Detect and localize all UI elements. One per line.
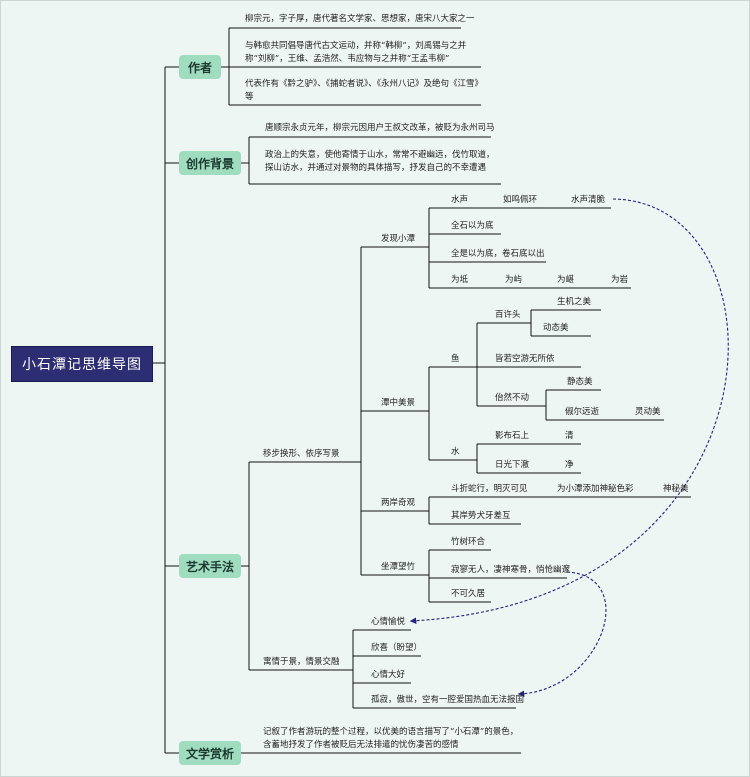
author-item: 代表作有《黔之驴》、《捕蛇者说》、《永州八记》及绝句《江雪》等: [245, 79, 479, 102]
seat-r3: 不可久居: [451, 589, 486, 599]
branch-author[interactable]: 作者: [179, 55, 221, 79]
water-r2: 日光下澈: [495, 460, 530, 470]
fish-dongtai: 动态美: [543, 323, 569, 333]
discover-r1: 水声: [451, 195, 469, 205]
author-item: 柳宗元，字子厚，唐代著名文学家、思想家，唐宋八大家之一: [245, 14, 475, 24]
emotion-item: 心情愉悦: [371, 617, 406, 627]
banks-r1: 神秘美: [663, 484, 689, 494]
banks-r1: 斗折蛇行，明灭可见: [451, 484, 528, 494]
discover-r4: 为嵁: [557, 275, 575, 285]
node-fish: 鱼: [451, 354, 460, 364]
discover-r4: 为坻: [451, 275, 469, 285]
appreciation-text: 记叙了作者游玩的整个过程，以优美的语言描写了“小石潭”的景色，含蓄地抒发了作者被…: [263, 727, 519, 750]
fish-lingdong: 灵动美: [635, 407, 661, 417]
fish-chuer: 俶尔远逝: [565, 407, 600, 417]
background-item: 唐顺宗永贞元年，柳宗元因用户王叔文改革，被贬为永州司马: [265, 123, 495, 133]
branch-appreciation[interactable]: 文学赏析: [179, 741, 241, 765]
discover-r1: 如鸣佩环: [503, 195, 538, 205]
seat-r1: 竹树环合: [451, 537, 486, 547]
node-discover: 发现小潭: [381, 234, 416, 244]
branch-background[interactable]: 创作背景: [179, 151, 241, 175]
water-r1: 影布石上: [495, 431, 530, 441]
technique-sub-a: 移步换形、依序写景: [263, 449, 340, 459]
emotion-item: 孤寂，傲世，空有一腔爱国热血无法报国: [371, 695, 525, 705]
banks-r2: 其岸势犬牙差互: [451, 511, 511, 521]
emotion-item: 欣喜（盼望）: [371, 643, 423, 653]
node-seat: 坐潭望竹: [381, 562, 416, 572]
water-r2: 净: [565, 460, 574, 470]
background-item: 政治上的失意，使他寄情于山水，常常不避幽远，伐竹取道，探山访水，并通过对景物的具…: [265, 150, 495, 173]
discover-r2: 全石以为底: [451, 221, 494, 231]
fish-kong: 皆若空游无所依: [495, 354, 555, 364]
seat-r2: 寂寥无人，凄神寒骨，悄怆幽邃: [451, 565, 571, 575]
node-banks: 两岸奇观: [381, 498, 416, 508]
node-water: 水: [451, 447, 460, 457]
discover-r4: 为岩: [611, 275, 629, 285]
author-item: 与韩愈共同倡导唐代古文运动，并称“韩柳”，刘禹锡与之并称“刘柳”，王维、孟浩然、…: [245, 41, 467, 64]
banks-r1: 为小潭添加神秘色彩: [557, 484, 634, 494]
branch-technique[interactable]: 艺术手法: [179, 554, 241, 578]
root-node[interactable]: 小石潭记思维导图: [11, 346, 153, 382]
water-r1: 清: [565, 431, 574, 441]
fish-baixu: 百许头: [495, 310, 521, 320]
discover-r4: 为屿: [505, 275, 523, 285]
fish-yiran: 佁然不动: [495, 393, 530, 403]
fish-jingtai: 静态美: [567, 377, 593, 387]
node-scene: 潭中美景: [381, 398, 416, 408]
emotion-item: 心情大好: [371, 670, 406, 680]
discover-r3: 全是以为底，卷石底以出: [451, 249, 545, 259]
fish-shengji: 生机之美: [557, 297, 592, 307]
discover-r1: 水声清脆: [571, 195, 606, 205]
technique-sub-b: 寓情于景，情景交融: [263, 657, 340, 667]
